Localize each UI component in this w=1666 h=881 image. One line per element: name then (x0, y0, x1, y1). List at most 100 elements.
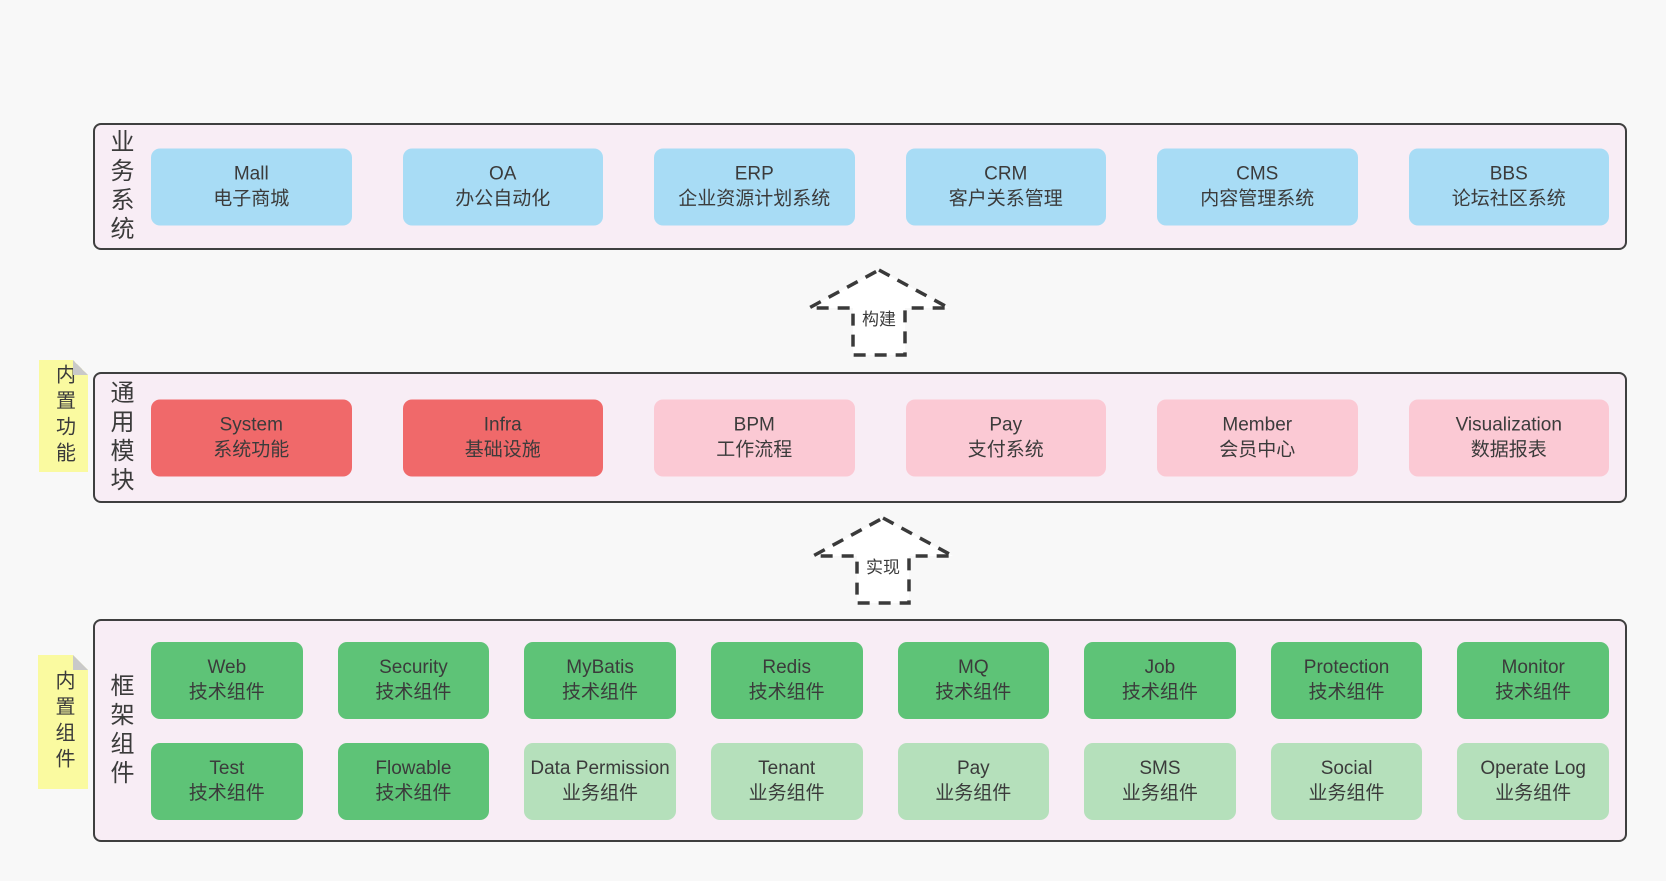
box-subtitle: 业务组件 (1308, 783, 1385, 804)
box-title: Tenant (758, 758, 816, 779)
layer-label-business: 业务系统 (106, 128, 133, 245)
box-title: MyBatis (566, 657, 634, 678)
box-subtitle: 企业资源计划系统 (678, 188, 831, 210)
diagram-box-flowable: Flowable 技术组件 (337, 742, 490, 820)
diagram-box-social: Social 业务组件 (1270, 742, 1423, 820)
box-subtitle: 技术组件 (375, 682, 452, 703)
diagram-box-security: Security 技术组件 (337, 641, 490, 719)
box-subtitle: 技术组件 (1495, 682, 1572, 703)
box-title: OA (489, 163, 517, 185)
diagram-box-oa: OA 办公自动化 (402, 148, 603, 225)
box-title: Security (379, 657, 448, 678)
box-title: Flowable (375, 758, 452, 779)
diagram-box-erp: ERP 企业资源计划系统 (654, 148, 855, 225)
box-subtitle: 电子商城 (213, 188, 290, 210)
box-subtitle: 办公自动化 (455, 188, 551, 210)
note-fold-corner-icon (73, 360, 88, 375)
box-subtitle: 技术组件 (562, 682, 639, 703)
box-subtitle: 基础设施 (464, 439, 541, 461)
box-subtitle: 工作流程 (716, 439, 793, 461)
box-subtitle: 数据报表 (1470, 439, 1547, 461)
box-title: Job (1144, 657, 1176, 678)
diagram-box-sms: SMS 业务组件 (1084, 742, 1236, 820)
diagram-box-mq: MQ 技术组件 (897, 641, 1050, 719)
box-title: Visualization (1455, 414, 1562, 436)
box-title: Pay (956, 758, 990, 779)
diagram-box-protection: Protection 技术组件 (1270, 641, 1423, 719)
box-subtitle: 系统功能 (213, 439, 290, 461)
box-subtitle: 技术组件 (935, 682, 1012, 703)
box-subtitle: 会员中心 (1219, 439, 1296, 461)
box-subtitle: 业务组件 (748, 783, 825, 804)
box-subtitle: 客户关系管理 (948, 188, 1063, 210)
diagram-box-cms: CMS 内容管理系统 (1157, 148, 1358, 225)
box-subtitle: 业务组件 (935, 783, 1012, 804)
diagram-box-mall: Mall 电子商城 (151, 148, 352, 225)
build-arrow: 构建 (806, 266, 952, 358)
box-title: Pay (989, 414, 1023, 436)
diagram-box-redis: Redis 技术组件 (710, 641, 863, 719)
sticky-note-built-in-features: 内置功能 (39, 360, 88, 472)
box-title: ERP (734, 163, 774, 185)
box-subtitle: 技术组件 (375, 783, 452, 804)
diagram-box-bpm: BPM 工作流程 (654, 399, 855, 476)
box-title: Infra (483, 414, 522, 436)
box-title: Member (1222, 414, 1293, 436)
box-title: Web (207, 657, 247, 678)
box-subtitle: 技术组件 (188, 783, 265, 804)
box-title: Test (209, 758, 245, 779)
note-text: 内置功能 (52, 364, 75, 468)
box-title: CRM (984, 163, 1028, 185)
box-title: Mall (233, 163, 269, 185)
diagram-box-member: Member 会员中心 (1157, 399, 1358, 476)
diagram-box-crm: CRM 客户关系管理 (905, 148, 1106, 225)
box-subtitle: 论坛社区系统 (1451, 188, 1566, 210)
diagram-box-pay: Pay 业务组件 (897, 742, 1050, 820)
box-title: CMS (1236, 163, 1279, 185)
diagram-box-data-permission: Data Permission 业务组件 (524, 742, 676, 820)
implement-arrow: 实现 (810, 514, 956, 606)
box-subtitle: 技术组件 (1308, 682, 1385, 703)
layer-label-modules: 通用模块 (106, 379, 133, 496)
box-subtitle: 业务组件 (1121, 783, 1198, 804)
diagram-box-monitor: Monitor 技术组件 (1457, 641, 1609, 719)
diagram-box-visualization: Visualization 数据报表 (1408, 399, 1609, 476)
diagram-box-job: Job 技术组件 (1084, 641, 1236, 719)
box-title: Protection (1303, 657, 1390, 678)
box-subtitle: 业务组件 (562, 783, 639, 804)
diagram-box-tenant: Tenant 业务组件 (710, 742, 863, 820)
box-title: Social (1320, 758, 1373, 779)
diagram-box-infra: Infra 基础设施 (402, 399, 603, 476)
box-title: Redis (762, 657, 811, 678)
sticky-note-built-in-components: 内置组件 (38, 655, 88, 789)
box-title: BPM (733, 414, 775, 436)
diagram-box-web: Web 技术组件 (151, 641, 303, 719)
box-subtitle: 内容管理系统 (1200, 188, 1315, 210)
business-systems-layer: 业务系统 Mall 电子商城 OA 办公自动化 ERP 企业资源计划系统 CRM 客户关系管理… (93, 123, 1627, 250)
box-title: MQ (958, 657, 989, 678)
box-title: SMS (1139, 758, 1181, 779)
box-title: System (219, 414, 283, 436)
box-subtitle: 技术组件 (188, 682, 265, 703)
box-subtitle: 技术组件 (748, 682, 825, 703)
business-rows: Mall 电子商城 OA 办公自动化 ERP 企业资源计划系统 CRM 客户关系管理 CMS 内容… (151, 148, 1609, 225)
box-subtitle: 技术组件 (1121, 682, 1198, 703)
note-fold-corner-icon (73, 655, 88, 670)
implement-arrow-label: 实现 (862, 552, 904, 579)
business-row: Mall 电子商城 OA 办公自动化 ERP 企业资源计划系统 CRM 客户关系管理 CMS 内容… (151, 148, 1609, 225)
box-title: Data Permission (530, 758, 670, 779)
diagram-box-test: Test 技术组件 (151, 742, 303, 820)
box-subtitle: 业务组件 (1495, 783, 1572, 804)
box-title: Monitor (1501, 657, 1565, 678)
